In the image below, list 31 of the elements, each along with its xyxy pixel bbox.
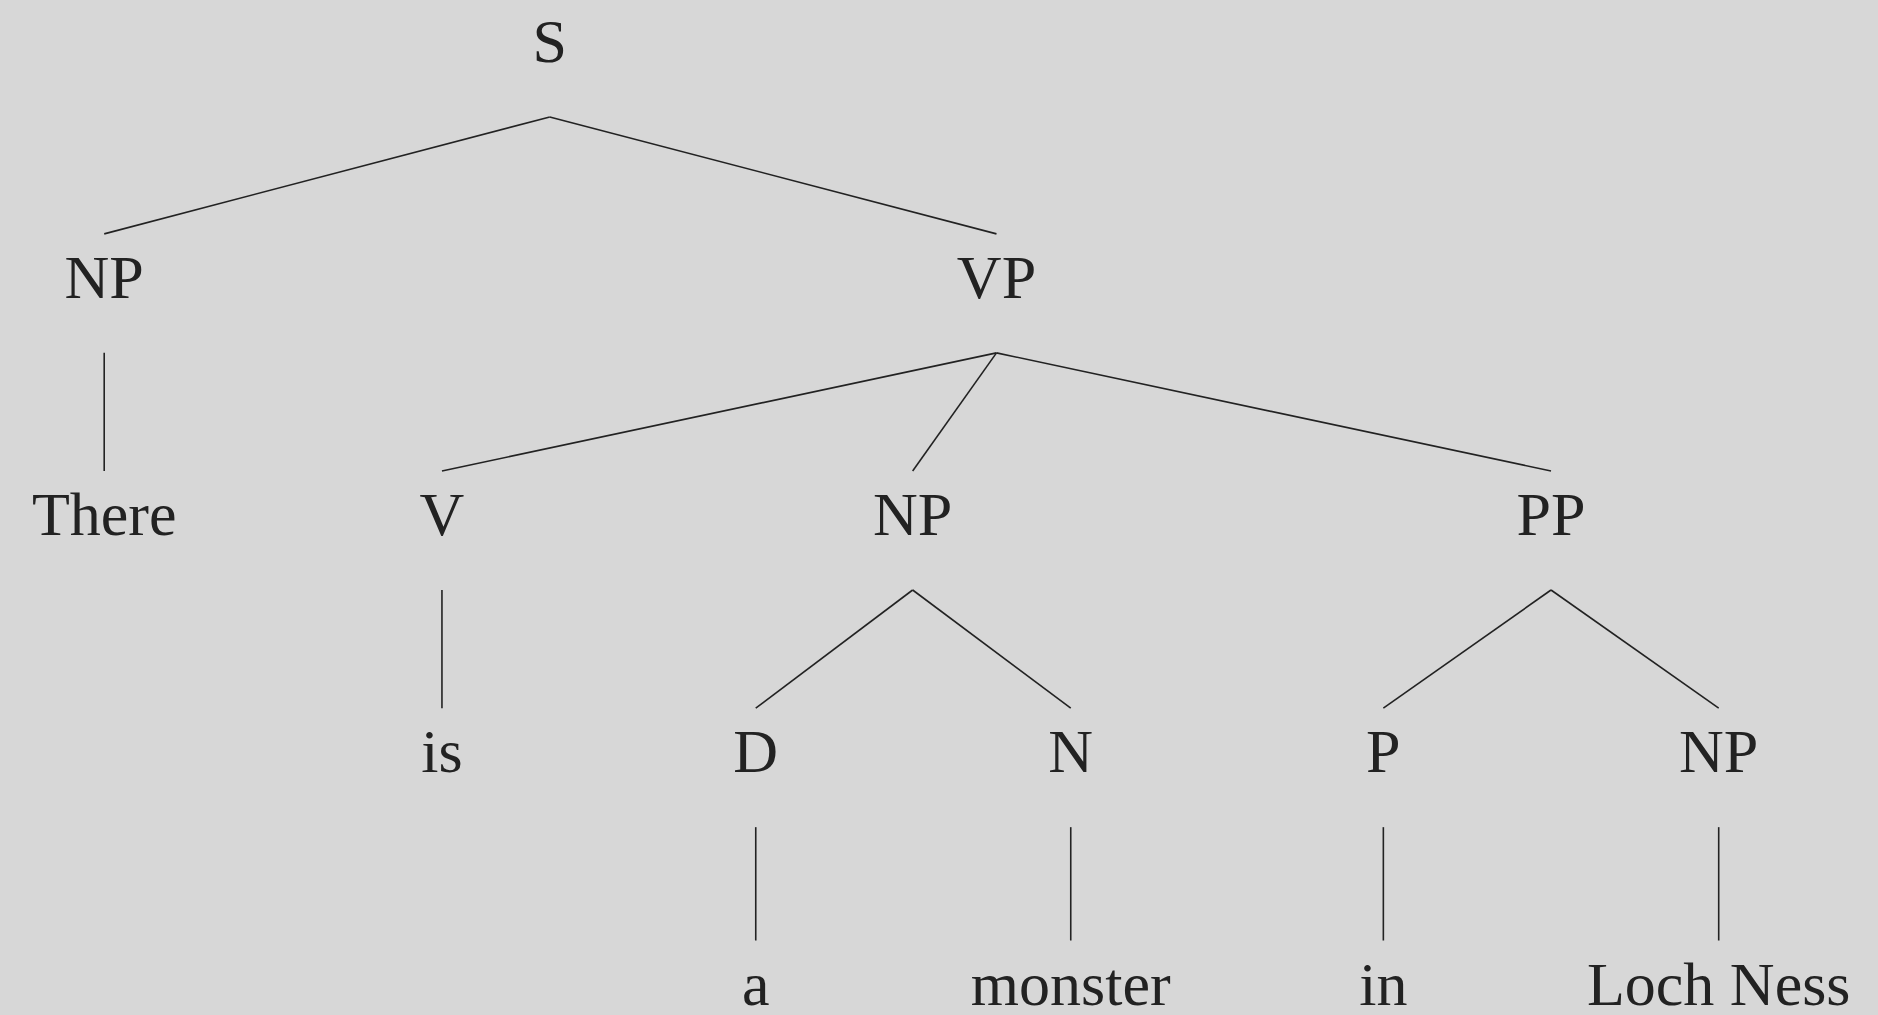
tree-branch-line: [1717, 826, 1720, 942]
tree-node-label: in: [1359, 940, 1408, 1015]
tree-node-label: NP: [873, 471, 953, 590]
tree-branch-line: [911, 589, 1072, 709]
tree-branch-line: [754, 826, 757, 942]
tree-branch-line: [911, 352, 998, 472]
tree-node-label: S: [532, 0, 567, 117]
tree-branch-line: [995, 352, 1552, 472]
tree-node-label: is: [421, 708, 463, 787]
tree-branch-line: [754, 589, 914, 709]
tree-branch-line: [103, 116, 551, 235]
tree-node-label: There: [31, 471, 177, 549]
tree-node-label: Loch Ness: [1587, 940, 1851, 1015]
tree-branch-line: [441, 352, 998, 472]
tree-node-label: D: [733, 708, 779, 828]
tree-branch-line: [1069, 826, 1072, 942]
tree-node-label: a: [742, 940, 770, 1015]
tree-branch-line: [1382, 826, 1385, 942]
tree-node-label: P: [1366, 708, 1401, 828]
tree-branch-line: [441, 589, 443, 709]
tree-branch-line: [1382, 589, 1552, 709]
tree-branch-line: [103, 352, 105, 472]
tree-node-label: VP: [956, 233, 1037, 353]
tree-node-label: PP: [1516, 471, 1586, 590]
tree-node-label: NP: [1679, 708, 1759, 828]
tree-node-label: V: [419, 471, 465, 590]
tree-node-label: NP: [64, 233, 144, 353]
tree-branch-line: [1550, 589, 1720, 709]
tree-node-label: N: [1048, 708, 1094, 828]
tree-node-label: monster: [970, 940, 1171, 1015]
tree-branch-line: [548, 116, 998, 235]
